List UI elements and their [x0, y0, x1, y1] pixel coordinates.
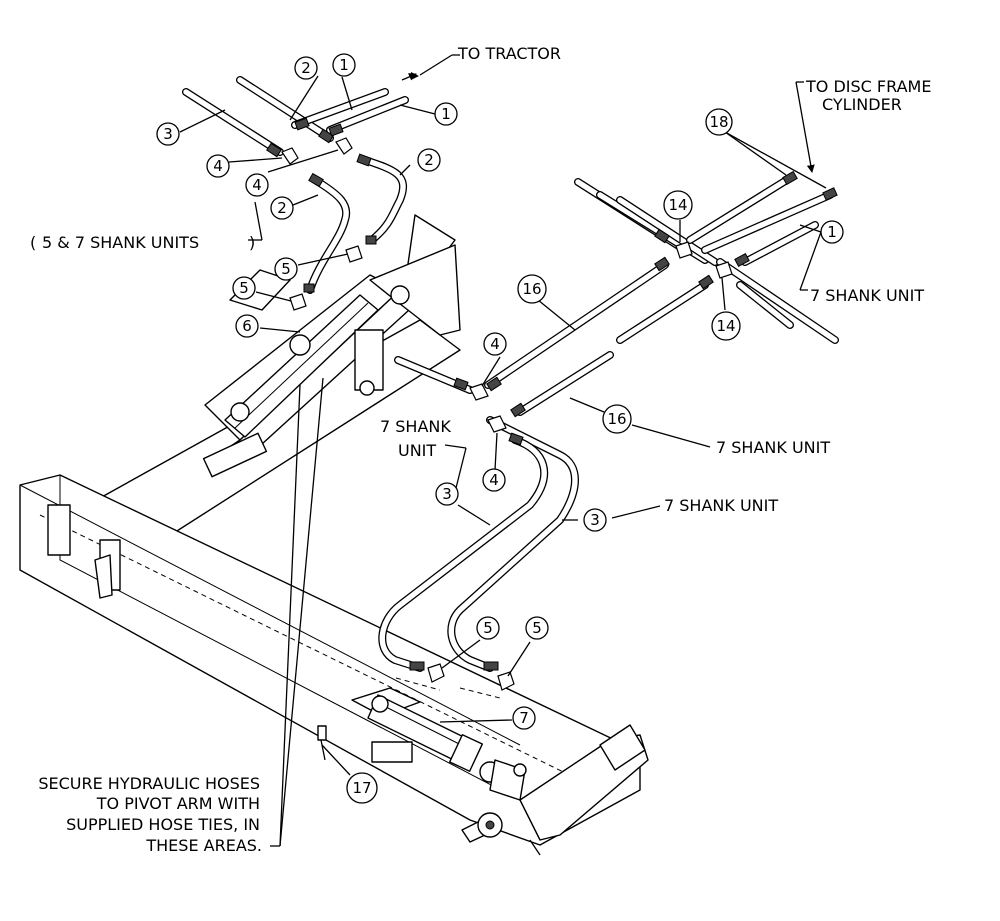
svg-text:4: 4: [213, 157, 223, 175]
tee-fitting-4b: [335, 137, 353, 155]
svg-text:16: 16: [607, 410, 626, 428]
svg-text:5: 5: [532, 619, 542, 637]
note-line-1: SECURE HYDRAULIC HOSES: [38, 774, 260, 793]
svg-text:4: 4: [490, 335, 500, 353]
balloon-5d: 5: [525, 616, 549, 640]
label-close-paren: ): [249, 233, 255, 252]
tee-fitting-4c: [469, 383, 489, 401]
svg-text:2: 2: [424, 151, 434, 169]
note-line-3: SUPPLIED HOSE TIES, IN: [66, 815, 260, 834]
svg-text:5: 5: [239, 279, 249, 297]
item-balloons: 1 1 2 3 4 4 2 2 5 5 6 18 14 1 14 16 4 16…: [156, 53, 844, 804]
svg-text:17: 17: [352, 779, 371, 797]
balloon-5a: 5: [274, 257, 298, 281]
balloon-3c: 3: [583, 508, 607, 532]
lower-cylinder-7: [367, 694, 527, 801]
svg-text:1: 1: [827, 223, 837, 241]
leader-lines: [179, 54, 827, 847]
svg-text:2: 2: [277, 199, 287, 217]
balloon-17: 17: [346, 772, 378, 804]
svg-text:3: 3: [442, 485, 452, 503]
balloon-14a: 14: [663, 190, 693, 220]
label-unit: UNIT: [398, 441, 436, 460]
note-line-2: TO PIVOT ARM WITH: [96, 794, 260, 813]
fittings: [266, 117, 838, 699]
balloon-7: 7: [512, 706, 536, 730]
balloon-4d: 4: [482, 468, 506, 492]
tee-fitting-14a: [675, 241, 693, 259]
label-5-7-shank-units: 5 & 7 SHANK UNITS: [42, 233, 199, 252]
balloon-3a: 3: [156, 122, 180, 146]
balloon-6: 6: [235, 314, 259, 338]
hydraulic-hoses: [182, 76, 839, 672]
balloon-14b: 14: [711, 311, 741, 341]
svg-text:1: 1: [339, 56, 349, 74]
balloon-18: 18: [705, 108, 733, 136]
svg-text:4: 4: [489, 471, 499, 489]
svg-text:6: 6: [242, 317, 252, 335]
svg-text:1: 1: [441, 105, 451, 123]
balloon-1a: 1: [332, 53, 356, 77]
svg-text:14: 14: [716, 317, 735, 335]
svg-text:16: 16: [522, 280, 541, 298]
label-to-tractor: TO TRACTOR: [457, 44, 561, 63]
label-to-disc-frame: TO DISC FRAME: [805, 77, 931, 96]
balloon-16b: 16: [602, 404, 632, 434]
svg-text:2: 2: [301, 59, 311, 77]
balloon-16a: 16: [517, 274, 547, 304]
elbow-fitting-5d: [497, 671, 515, 691]
tee-fitting-14b: [715, 261, 733, 279]
elbow-fitting-5b: [289, 293, 307, 311]
note-line-4: THESE AREAS.: [145, 836, 262, 855]
elbow-fitting-5a: [345, 245, 363, 263]
svg-text:3: 3: [163, 125, 173, 143]
balloon-3b: 3: [435, 482, 459, 506]
balloon-1b: 1: [434, 102, 458, 126]
balloon-2a: 2: [294, 56, 318, 80]
svg-text:3: 3: [590, 511, 600, 529]
label-7-shank: 7 SHANK: [380, 417, 451, 436]
svg-text:14: 14: [668, 196, 687, 214]
tee-fitting-4d: [487, 415, 507, 433]
svg-text:7: 7: [519, 709, 529, 727]
balloon-1c: 1: [820, 220, 844, 244]
label-open-paren: (: [30, 233, 36, 252]
balloon-5b: 5: [232, 276, 256, 300]
main-frame-beam: [19, 474, 641, 846]
balloon-4a: 4: [206, 154, 230, 178]
tee-fitting-4a: [281, 147, 299, 165]
label-cylinder: CYLINDER: [822, 95, 902, 114]
text-labels: TO TRACTOR TO DISC FRAME CYLINDER ( 5 & …: [30, 44, 931, 855]
svg-text:5: 5: [281, 260, 291, 278]
label-7-shank-unit-c: 7 SHANK UNIT: [716, 438, 830, 457]
balloon-4c: 4: [483, 332, 507, 356]
svg-text:18: 18: [709, 113, 728, 131]
elbow-fitting-5c: [427, 663, 445, 683]
balloon-2c: 2: [270, 196, 294, 220]
balloon-4b: 4: [245, 173, 269, 197]
label-7-shank-unit-a: 7 SHANK UNIT: [810, 286, 924, 305]
balloon-2b: 2: [417, 148, 441, 172]
left-clamp-plate: [47, 504, 71, 556]
upper-cylinder-assembly: [202, 214, 461, 478]
label-7-shank-unit-d: 7 SHANK UNIT: [664, 496, 778, 515]
svg-text:5: 5: [483, 619, 493, 637]
balloon-5c: 5: [476, 616, 500, 640]
svg-text:4: 4: [252, 176, 262, 194]
